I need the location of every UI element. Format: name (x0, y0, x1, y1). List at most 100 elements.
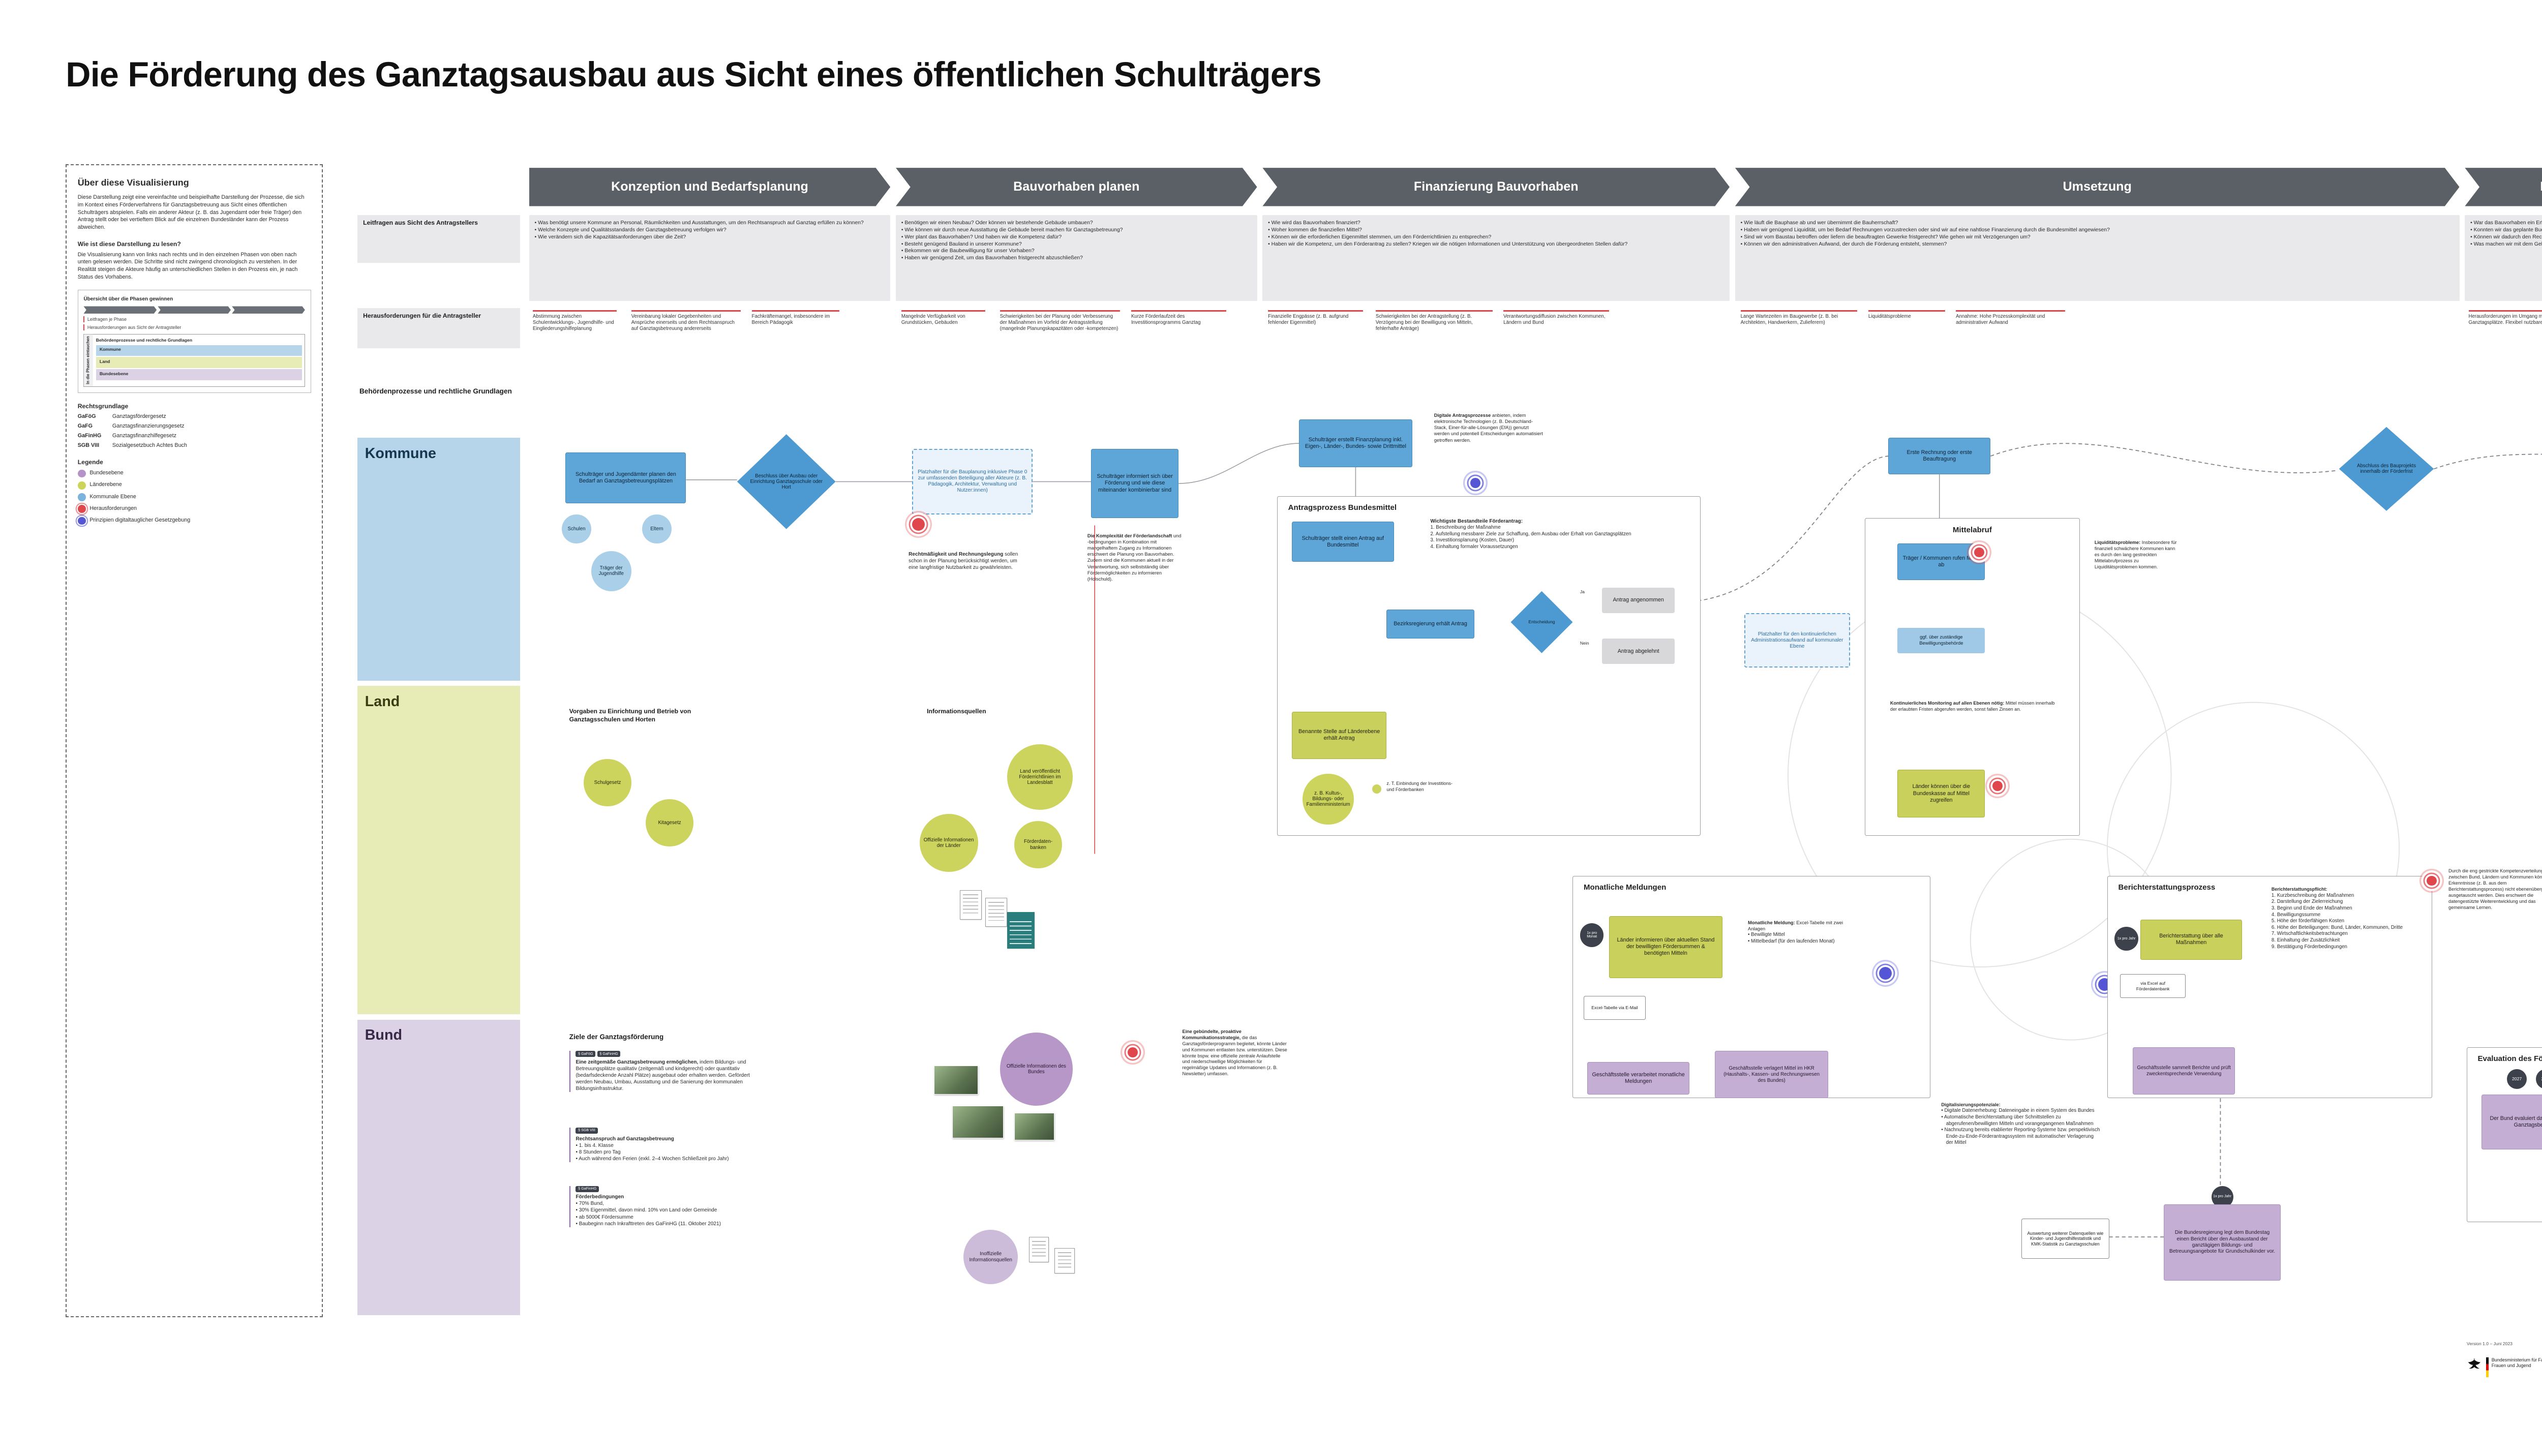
block-title: Förderbedingungen (576, 1194, 624, 1200)
law-tag-list-item: GaFinHG (597, 1051, 621, 1057)
phase-header-1: Konzeption und Bedarfsplanung (529, 168, 891, 206)
leitfragen-list-4-item: Können wir den administrativen Aufwand, … (1741, 241, 2454, 248)
node-eltern: Eltern (642, 514, 671, 543)
leitfragen-phase-4: Wie läuft die Bauphase ab und wer überni… (1735, 215, 2460, 301)
challenge-item: Schwierigkeiten bei der Antragstellung (… (1376, 310, 1493, 332)
node-antrag-bundesmittel: Schulträger stellt einen Antrag auf Bund… (1292, 522, 1394, 562)
document-thumbnail-teal (1007, 912, 1035, 949)
node-landesblatt: Land veröffentlicht Förderrichtlinien im… (1007, 744, 1073, 810)
leitfragen-list-2-item: Wie können wir durch neue Ausstattung di… (901, 227, 1252, 234)
row-label-leitfragen: Leitfragen aus Sicht des Antragstellers (357, 215, 520, 262)
foerderbedingungen-list-item: 30% Eigenmittel, davon mind. 10% von Lan… (576, 1207, 755, 1214)
berichtspflicht-list-item: Höhe der Beteiligungen: Bund, Länder, Ko… (2272, 925, 2429, 931)
challenge-marker-icon (1128, 1047, 1138, 1057)
row-label-prozesse: Behördenprozesse und rechtliche Grundlag… (359, 387, 517, 396)
ministry-logo-1: Bundesministerium für Familie, Senioren,… (2467, 1357, 2542, 1377)
berichtspflicht-list-item: Beginn und Ende der Maßnahmen (2272, 905, 2429, 912)
note-foerderbanken: z. T. Einbindung der Investitions- und F… (1386, 781, 1460, 793)
band-land: Land (357, 686, 520, 1014)
ministry-name: Bundesministerium für Familie, Senioren,… (2492, 1357, 2542, 1369)
node-erste-rechnung: Erste Rechnung oder erste Beauftragung (1888, 438, 1990, 474)
law-tag-list: GaFinHG (576, 1186, 755, 1192)
leitfragen-list-1: Was benötigt unsere Kommune an Personal,… (534, 220, 885, 240)
law-tag-list-item: GaFöG (576, 1051, 595, 1057)
leitfragen-list-3: Wie wird das Bauvorhaben finanziert?Wohe… (1268, 220, 1724, 248)
bund-ziele-title: Ziele der Ganztagsförderung (569, 1033, 752, 1042)
note-kompetenzverteilung: Durch die eng gestrickte Kompetenzvertei… (2448, 868, 2542, 911)
block-lead: Eine zeitgemäße Ganztagsbetreuung ermögl… (576, 1059, 698, 1065)
node-gs-verlagert: Geschäftsstelle verlagert Mittel im HKR … (1715, 1051, 1828, 1098)
leitfragen-phase-1: Was benötigt unsere Kommune an Personal,… (529, 215, 891, 301)
node-schulgesetz: Schulgesetz (584, 759, 631, 806)
block-title: Rechtsanspruch auf Ganztagsbetreuung (576, 1136, 674, 1142)
leitfragen-list-5: War das Bauvorhaben ein Erfolg?Konnten w… (2470, 220, 2542, 248)
leitfragen-list-3-item: Können wir die erforderlichen Eigenmitte… (1268, 234, 1724, 241)
frequency-badge: 1x pro Monat (1580, 923, 1604, 947)
berichtspflicht-list-item: Einhaltung der Zusätzlichkeit (2272, 937, 2429, 944)
document-thumbnail (1054, 1248, 1074, 1273)
note-lead: Berichterstattungspflicht: (2272, 887, 2327, 892)
berichte-title: Berichterstattungsprozess (2118, 883, 2215, 892)
leitfragen-list-5-item: Konnten wir das geplante Budget einhalte… (2470, 227, 2542, 234)
bund-rechtsanspruch-block: SGB VIII Rechtsanspruch auf Ganztagsbetr… (569, 1128, 755, 1162)
leitfragen-list-3-item: Wie wird das Bauvorhaben finanziert? (1268, 220, 1724, 227)
law-tag-list: GaFöGGaFinHG (576, 1051, 755, 1057)
berichtspflicht-list-item: Darstellung der Zielerreichung (2272, 899, 2429, 905)
note-lead: Rechtmäßigkeit und Rechnungslegung (909, 552, 1003, 557)
photo-thumbnail (934, 1066, 978, 1095)
land-info-title: Informationsquellen (927, 708, 1036, 716)
document-thumbnail (1029, 1237, 1049, 1262)
photo-thumbnail (952, 1106, 1003, 1139)
node-offizielle-bund: Offizielle Informationen des Bundes (1000, 1033, 1073, 1106)
phase-header-4: Umsetzung (1735, 168, 2460, 206)
digipot-list-item: Digitale Datenerhebung: Dateneingabe in … (1941, 1108, 2102, 1114)
bestandteile-list-item: Aufstellung messbarer Ziele zur Schaffun… (1431, 531, 1690, 538)
node-foerderinfo: Schulträger informiert sich über Förderu… (1091, 449, 1178, 518)
leitfragen-list-4: Wie läuft die Bauphase ab und wer überni… (1741, 220, 2454, 248)
foerderbedingungen-list-item: 70% Bund, (576, 1200, 755, 1207)
node-benannte-stelle: Benannte Stelle auf Länderebene erhält A… (1292, 712, 1387, 759)
berichtspflicht-list-item: Kurzbeschreibung der Maßnahmen (2272, 893, 2429, 899)
evaluation-title: Evaluation des Fördervorhabens (2477, 1054, 2542, 1063)
node-excel-email: Excel-Tabelle via E-Mail (1584, 996, 1646, 1020)
note-lead: Liquiditätsprobleme: (2095, 540, 2140, 545)
meldung-anlagen-list-item: Bewilligte Mittel (1748, 932, 1850, 938)
challenge-marker-icon (2427, 876, 2437, 886)
foerderbedingungen-list: 70% Bund,30% Eigenmittel, davon mind. 10… (576, 1200, 755, 1227)
leitfragen-list-4-item: Wie läuft die Bauphase ab und wer überni… (1741, 220, 2454, 227)
leitfragen-list-2-item: Benötigen wir einen Neubau? Oder können … (901, 220, 1252, 227)
node-antrag-angenommen: Antrag angenommen (1602, 588, 1675, 613)
challenge-item: Vereinbarung lokaler Gegebenheiten und A… (631, 310, 741, 332)
mittelabruf-title: Mittelabruf (1865, 526, 2080, 534)
challenge-item: Finanzielle Engpässe (z. B. aufgrund feh… (1268, 310, 1363, 326)
note-lead: Wichtigste Bestandteile Förderantrag: (1431, 519, 1523, 524)
band-land-label: Land (357, 686, 520, 710)
node-inoffizielle-quellen: Inoffizielle Informationsquellen (963, 1230, 1018, 1285)
leitfragen-list-3-item: Woher kommen die finanziellen Mittel? (1268, 227, 1724, 234)
note-rest: die das Ganztagsförderprogramm begleitet… (1182, 1035, 1287, 1076)
note-lead: Digitale Antragsprozesse (1434, 413, 1491, 418)
leitfragen-list-4-item: Sind wir vom Baustau betroffen oder lief… (1741, 234, 2454, 241)
challenge-item: Mangelnde Verfügbarkeit von Grundstücken… (901, 310, 985, 326)
placeholder-bauplanung: Platzhalter für die Bauplanung inklusive… (912, 449, 1033, 514)
rechtsanspruch-list: 1. bis 4. Klasse8 Stunden pro TagAuch wä… (576, 1142, 755, 1162)
note-rechtmaessigkeit: Rechtmäßigkeit und Rechnungslegung solle… (909, 551, 1018, 571)
leitfragen-list-2-item: Besteht genügend Bauland in unserer Komm… (901, 241, 1252, 248)
foerderbedingungen-list-item: ab 5000€ Fördersumme (576, 1214, 755, 1221)
node-auswertung-datenquellen: Auswertung weiterer Datenquellen wie Kin… (2021, 1219, 2109, 1259)
node-kitagesetz: Kitagesetz (646, 799, 693, 846)
band-kommune-label: Kommune (357, 438, 520, 462)
meldungen-title: Monatliche Meldungen (1584, 883, 1666, 892)
note-liquiditaet: Liquiditätsprobleme: Insbesondere für fi… (2095, 540, 2178, 570)
node-mittel-abrufen: Träger / Kommunen rufen Mittel ab (1897, 543, 1985, 580)
leitfragen-list-3-item: Haben wir die Kompetenz, um den Förderan… (1268, 241, 1724, 248)
node-schulen: Schulen (562, 514, 591, 543)
note-komplexitaet: Die Komplexität der Förderlandschaft und… (1087, 533, 1183, 582)
leitfragen-list-1-item: Was benötigt unsere Kommune an Personal,… (534, 220, 885, 227)
challenge-marker-icon (1974, 548, 1984, 558)
node-bundestagsbericht: Die Bundesregierung legt dem Bundestag e… (2164, 1204, 2281, 1281)
challenge-item: Fachkräftemangel, insbesondere im Bereic… (752, 310, 839, 326)
frequency-badge: 1x pro Jahr (2114, 927, 2138, 951)
challenge-item: Kurze Förderlaufzeit des Investitionspro… (1131, 310, 1226, 326)
